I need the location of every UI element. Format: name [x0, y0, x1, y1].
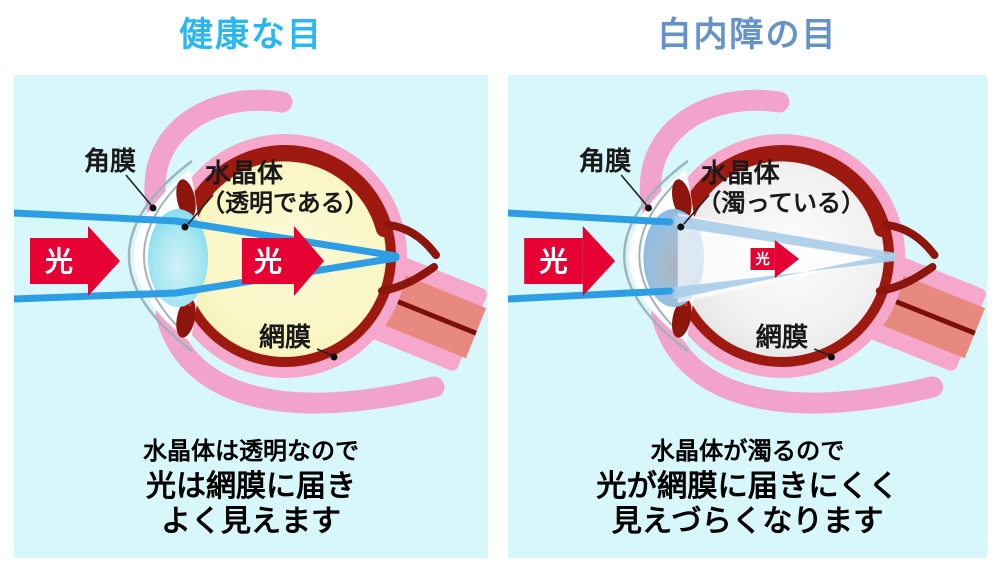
cornea-outer-line — [623, 160, 689, 352]
lens-leader-line — [683, 194, 710, 225]
light-ray-bottom — [14, 254, 400, 303]
cornea-pointer-dot — [149, 204, 157, 212]
optic-disc-upper — [384, 221, 440, 259]
iris-upper — [671, 179, 692, 219]
light-arrow-inner-head — [774, 240, 800, 278]
retina-leader-line — [813, 348, 829, 356]
upper-eye-muscle — [144, 89, 293, 219]
cornea-inner-line — [638, 178, 681, 334]
light-arrow-inner: 光 — [242, 226, 324, 296]
light-label-outer: 光 — [538, 245, 567, 278]
healthy-eye-title: 健康な目 — [179, 15, 323, 55]
light-ray-bottom — [508, 287, 674, 303]
light-ray-top — [14, 209, 400, 260]
caption-line-3: よく見えます — [161, 504, 341, 539]
optic-disc-lower — [378, 263, 438, 295]
lens-annotation: 水晶体 （濁っている） — [677, 159, 865, 231]
retina-annotation: 網膜 — [259, 322, 338, 361]
upper-eye-muscle — [639, 89, 790, 219]
caption-line-2: 光は網膜に届き — [146, 469, 356, 504]
light-ray-top — [508, 209, 674, 226]
optic-disc-lower — [875, 263, 937, 295]
cataract-eye-panel: 光 光 角膜 水晶体 （濁っている） 網膜 — [508, 75, 987, 558]
lens-annotation: 水晶体 （透明である） — [181, 159, 369, 231]
light-label-inner: 光 — [755, 251, 770, 268]
cornea-leader-line — [620, 174, 648, 206]
retina-pointer-dot — [827, 353, 835, 361]
iris-lower — [176, 298, 196, 338]
light-arrow-outer-head — [88, 226, 120, 296]
light-arrow-outer-shaft — [30, 238, 88, 284]
cornea-label: 角膜 — [84, 146, 136, 177]
lower-eye-muscle — [650, 304, 944, 414]
light-arrow-outer: 光 — [524, 226, 616, 296]
cornea-annotation: 角膜 — [579, 146, 653, 212]
cornea-annotation: 角膜 — [84, 146, 157, 212]
choroid-thickening — [675, 145, 890, 237]
scattered-beam-top — [673, 215, 897, 261]
lens-clear — [148, 209, 208, 307]
caption-line-2: 光が網膜に届きにくく — [596, 468, 898, 504]
caption-line-1: 水晶体は透明なので — [143, 437, 359, 465]
lens-state-label: （透明である） — [201, 189, 369, 217]
cornea-outer-line — [127, 160, 193, 352]
retina-leader-line — [316, 348, 332, 356]
light-arrow-inner-head — [294, 226, 324, 296]
cornea-label: 角膜 — [579, 146, 632, 177]
iris-upper — [176, 179, 196, 219]
light-arrow-outer-head — [582, 226, 616, 296]
light-arrow-inner-shaft — [750, 248, 775, 270]
light-label-inner: 光 — [253, 245, 282, 278]
lens-pointer-dot — [181, 223, 189, 231]
retina-label: 網膜 — [259, 322, 311, 353]
lens-leader-line — [187, 194, 214, 225]
retina-annotation: 網膜 — [756, 322, 835, 361]
choroid-thickening — [180, 145, 392, 237]
light-label-outer: 光 — [44, 245, 73, 278]
scattered-beam-bottom — [673, 253, 897, 299]
lens-label: 水晶体 — [205, 159, 284, 189]
retina-label: 網膜 — [756, 322, 809, 353]
light-arrow-outer: 光 — [30, 226, 120, 296]
cataract-eye-title: 白内障の目 — [657, 15, 838, 55]
caption-line-3: 見えづらくなります — [612, 504, 884, 539]
light-arrow-outer-shaft — [524, 238, 583, 284]
cornea-pointer-dot — [644, 204, 653, 212]
cataract-eye-diagram: 光 光 角膜 水晶体 （濁っている） 網膜 — [508, 89, 986, 539]
iris-lower — [671, 298, 692, 338]
lower-eye-muscle — [155, 304, 445, 414]
caption-line-1: 水晶体が濁るので — [651, 437, 845, 465]
cornea-inner-line — [143, 178, 185, 334]
light-arrow-inner-shaft — [242, 238, 294, 284]
healthy-eye-panel: 光 光 角膜 水晶体 （透明である） 網膜 — [14, 75, 488, 558]
healthy-eye-diagram: 光 光 角膜 水晶体 （透明である） 網膜 — [14, 89, 487, 539]
optic-disc-upper — [881, 221, 939, 259]
light-arrow-inner-small: 光 — [750, 240, 800, 278]
retina-pointer-dot — [330, 353, 338, 361]
lens-state-label: （濁っている） — [697, 189, 865, 217]
lens-pointer-dot — [677, 223, 685, 231]
lens-label: 水晶体 — [701, 159, 781, 189]
cornea-leader-line — [125, 174, 152, 206]
